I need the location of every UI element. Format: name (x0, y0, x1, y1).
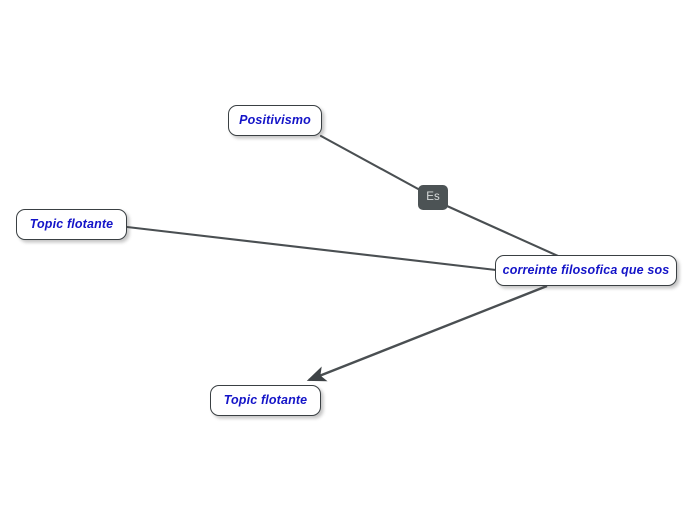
node-label: Topic flotante (29, 217, 114, 232)
node-topic-flotante-left[interactable]: Topic flotante (16, 209, 127, 240)
edge-es-correinte (445, 204, 560, 258)
relationship-badge-es[interactable]: Es (418, 185, 448, 210)
edge-topic-left-correinte (125, 225, 498, 272)
relationship-badge-label: Es (426, 190, 440, 203)
node-correinte-filosofica[interactable]: correinte filosofica que sos (495, 255, 677, 286)
node-topic-flotante-bottom[interactable]: Topic flotante (210, 385, 321, 416)
edge-correinte-topic-bottom (306, 284, 548, 382)
node-label: Positivismo (239, 113, 311, 128)
edge-positivismo-es (319, 134, 422, 192)
node-label: correinte filosofica que sos (502, 263, 670, 278)
node-label: Topic flotante (223, 393, 308, 408)
node-positivismo[interactable]: Positivismo (228, 105, 322, 136)
